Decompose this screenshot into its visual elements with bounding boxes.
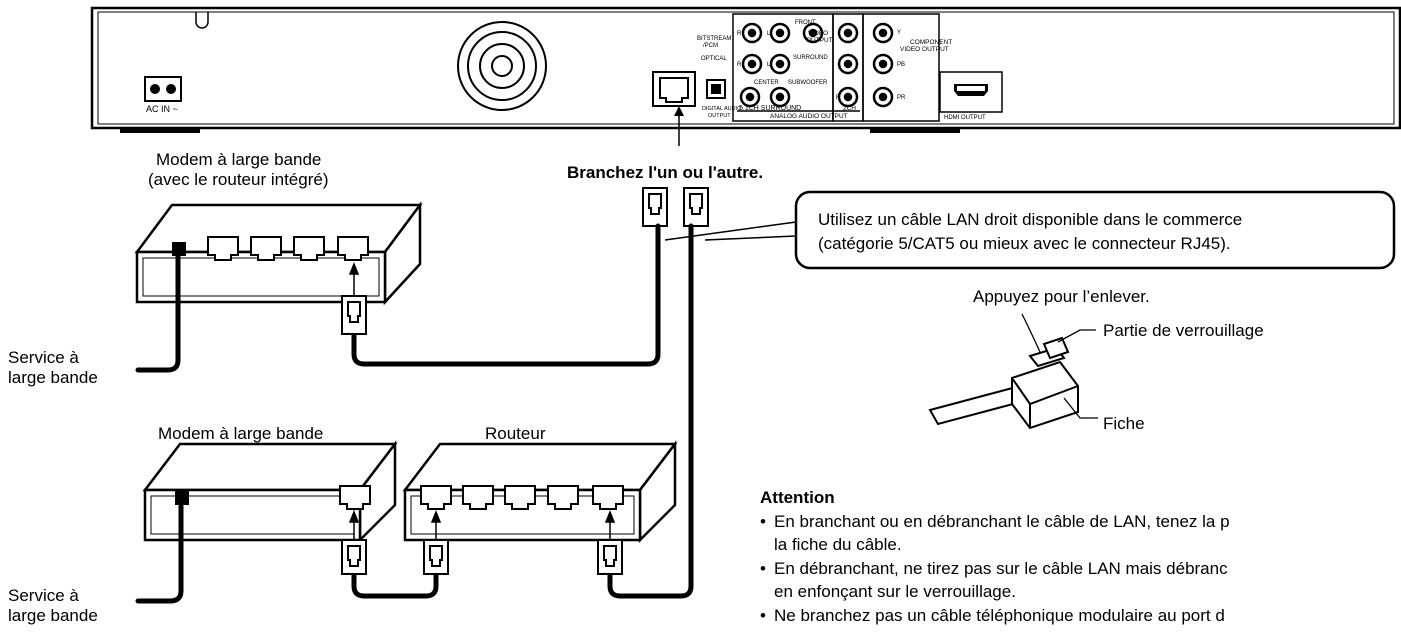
- component-label-2: VIDEO OUTPUT: [900, 46, 949, 53]
- fan-vent: [457, 21, 547, 111]
- pb-label: PB: [897, 62, 905, 68]
- jack-r-label-2: R: [737, 62, 742, 68]
- attention-item-2: • En débranchant, ne tirez pas sur le câb…: [760, 557, 1401, 604]
- ac-in-socket: [144, 76, 182, 102]
- modem-router-ports: [172, 236, 369, 261]
- optical-port[interactable]: [706, 79, 726, 99]
- analog-audio-block: [732, 13, 940, 122]
- attention-item-2-line-1: En débranchant, ne tirez pas sur le câbl…: [774, 558, 1228, 578]
- bitstream-label-1: BITSTREAM: [697, 36, 731, 42]
- jack-l-label-2: L: [767, 62, 771, 68]
- rca-jacks[interactable]: [739, 22, 894, 108]
- optical-label: OPTICAL: [701, 56, 727, 62]
- jack-r-label-1: R: [737, 31, 742, 37]
- front-label: FRONT: [795, 20, 816, 26]
- broadband-service-label-1: Service à large bande: [8, 348, 98, 388]
- modem-router-label-line-2: (avec le routeur intégré): [148, 170, 329, 189]
- router-label: Routeur: [485, 424, 546, 443]
- rj45-leaders: [1021, 313, 1098, 419]
- jack-l-label-3: L: [838, 62, 842, 68]
- cable-note-text: Utilisez un câble LAN droit disponible d…: [818, 208, 1242, 256]
- ac-in-label: AC IN ~: [146, 104, 178, 114]
- ch2-label: 2CH: [843, 105, 856, 112]
- video-output-label-1: VIDEO: [808, 30, 828, 37]
- analog-audio-label: ANALOG AUDIO OUTPUT: [770, 113, 848, 120]
- attention-item-3: • Ne branchez pas un câble téléphonique m…: [760, 604, 1401, 628]
- cable-note-line-1: Utilisez un câble LAN droit disponible d…: [818, 210, 1243, 229]
- lan-port[interactable]: [652, 71, 696, 107]
- lan-port-arrow: [674, 106, 684, 146]
- surround-51-label: 5.1CH SURROUND: [739, 105, 801, 112]
- subwoofer-label: SUBWOOFER: [788, 80, 828, 86]
- broadband-service-2-line-2: large bande: [8, 606, 98, 625]
- lock-part-label: Partie de verrouillage: [1103, 321, 1264, 340]
- y-label: Y: [897, 30, 901, 36]
- attention-item-2-line-2: en enfonçant sur le verrouillage.: [774, 582, 1016, 601]
- attention-item-3-line-1: Ne branchez pas un câble téléphonique mo…: [774, 605, 1225, 625]
- bullet: •: [760, 605, 766, 625]
- cable-note-callout: [664, 190, 1396, 270]
- broadband-service-label-2: Service à large bande: [8, 586, 98, 626]
- player-rear-panel: AC IN ~ BITSTREAM /PCM OPTICAL DIGITAL A…: [90, 6, 1401, 133]
- attention-section: Attention • En branchant ou en débranchan…: [760, 486, 1401, 627]
- hdmi-port[interactable]: [939, 71, 1003, 113]
- lan-plug-pair: [642, 187, 709, 227]
- rj45-plug-illustration: [928, 336, 1079, 430]
- plug-arrows: [348, 261, 616, 540]
- modem-ports: [175, 485, 371, 510]
- attention-item-1-line-2: la fiche du câble.: [774, 535, 902, 554]
- video-output-label-2: OUTPUT: [806, 37, 833, 44]
- jack-l-label-1: L: [767, 31, 771, 37]
- modem-label: Modem à large bande: [158, 424, 324, 443]
- hdmi-output-label: HDMI OUTPUT: [944, 115, 986, 121]
- cables: [135, 223, 694, 604]
- attention-title: Attention: [760, 488, 835, 507]
- router-ports: [420, 485, 624, 510]
- modem-router-label-line-1: Modem à large bande: [156, 150, 322, 169]
- bitstream-label-2: /PCM: [703, 43, 718, 49]
- digital-audio-label-2: OUTPUT: [708, 113, 731, 119]
- component-label-1: COMPONENT: [910, 39, 952, 46]
- pr-label: PR: [897, 95, 906, 101]
- plug-label: Fiche: [1103, 414, 1145, 433]
- attention-item-1: • En branchant ou en débranchant le câble…: [760, 510, 1401, 557]
- broadband-service-2-line-1: Service à: [8, 586, 79, 605]
- cable-note-line-2: (catégorie 5/CAT5 ou mieux avec le conne…: [818, 234, 1231, 253]
- center-label: CENTER: [754, 80, 779, 86]
- broadband-service-1-line-1: Service à: [8, 348, 79, 367]
- cable-plugs: [341, 295, 623, 575]
- broadband-service-1-line-2: large bande: [8, 368, 98, 387]
- bullet: •: [760, 511, 766, 531]
- modem-router-label: Modem à large bande (avec le routeur int…: [148, 150, 328, 190]
- digital-audio-label-1: DIGITAL AUDIO: [702, 106, 742, 112]
- surround-label: SURROUND: [793, 55, 828, 61]
- connect-either-label: Branchez l'un ou l'autre.: [567, 163, 764, 182]
- bullet: •: [760, 558, 766, 578]
- jack-r-label-3: R: [836, 95, 841, 101]
- attention-item-1-line-1: En branchant ou en débranchant le câble …: [774, 511, 1230, 531]
- press-to-remove-label: Appuyez pour l’enlever.: [973, 287, 1150, 306]
